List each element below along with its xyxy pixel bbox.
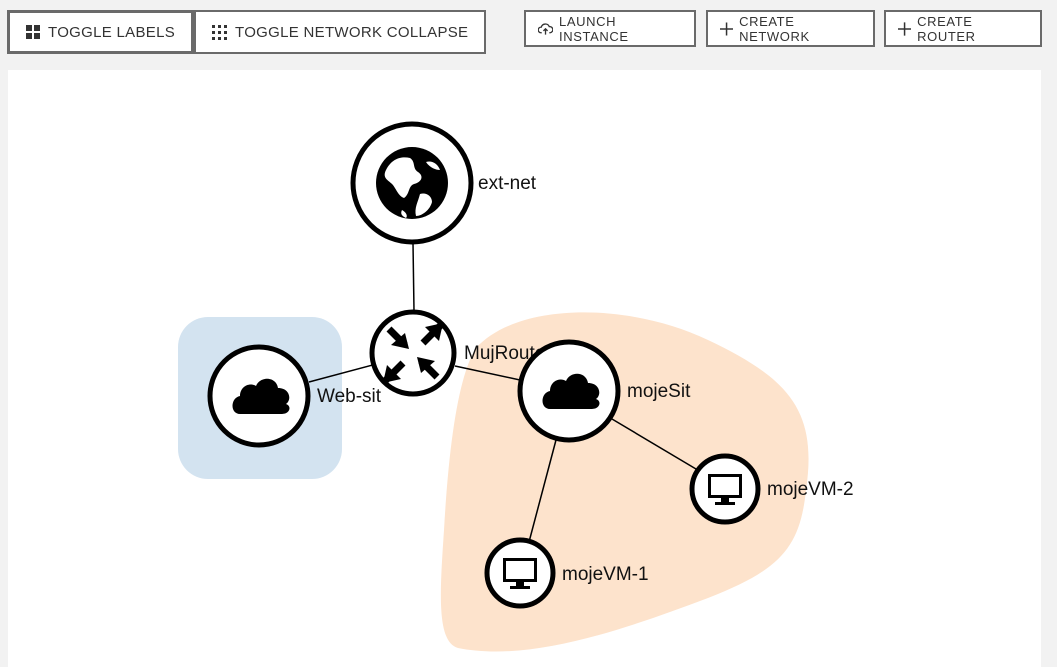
create-router-button[interactable]: CREATE ROUTER [884, 10, 1042, 47]
globe-icon [376, 147, 448, 219]
node-moje-vm-2[interactable]: mojeVM-2 [689, 453, 854, 525]
create-network-button[interactable]: CREATE NETWORK [706, 10, 875, 47]
link-extnet-router [412, 242, 415, 312]
node-router[interactable]: MujRouter [369, 309, 552, 397]
grid-2x2-icon [26, 25, 40, 39]
launch-instance-button[interactable]: LAUNCH INSTANCE [524, 10, 696, 47]
toggle-network-collapse-button[interactable]: TOGGLE NETWORK COLLAPSE [194, 12, 484, 52]
launch-instance-label: LAUNCH INSTANCE [559, 13, 629, 44]
create-network-label: CREATE NETWORK [739, 13, 810, 44]
node-label-moje-sit: mojeSit [627, 381, 691, 402]
plus-icon [898, 21, 912, 36]
toggle-network-collapse-label: TOGGLE NETWORK COLLAPSE [235, 23, 469, 41]
cloud-upload-icon [538, 22, 554, 35]
monitor-icon [503, 558, 537, 589]
view-toggle-group: TOGGLE LABELS TOGGLE NETWORK COLLAPSE [7, 10, 487, 54]
node-label-moje-vm-1: mojeVM-1 [562, 564, 649, 585]
grid-3x3-icon [212, 24, 228, 40]
node-label-web-sit: Web-sit [317, 386, 382, 407]
link-mojesit-vm1 [528, 439, 557, 543]
toggle-labels-label: TOGGLE LABELS [48, 23, 176, 41]
link-router-mojesit [454, 365, 521, 381]
topology-graph: ext-net MujRouter Web-sit [178, 121, 854, 652]
node-moje-sit[interactable]: mojeSit [517, 339, 691, 443]
router-arrows-icon [382, 322, 444, 384]
cloud-icon [232, 378, 290, 414]
link-mojesit-vm2 [611, 418, 697, 470]
network-topology-canvas[interactable]: ext-net MujRouter Web-sit [8, 70, 1041, 667]
node-moje-vm-1[interactable]: mojeVM-1 [484, 537, 649, 609]
toggle-labels-button[interactable]: TOGGLE LABELS [7, 10, 195, 54]
create-router-label: CREATE ROUTER [917, 13, 976, 44]
node-ext-net[interactable]: ext-net [350, 121, 537, 245]
node-label-moje-vm-2: mojeVM-2 [767, 479, 854, 500]
node-label-ext-net: ext-net [478, 173, 537, 194]
monitor-icon [708, 474, 742, 505]
cloud-icon [542, 373, 600, 409]
plus-icon [720, 21, 734, 36]
node-web-sit[interactable]: Web-sit [207, 344, 382, 448]
